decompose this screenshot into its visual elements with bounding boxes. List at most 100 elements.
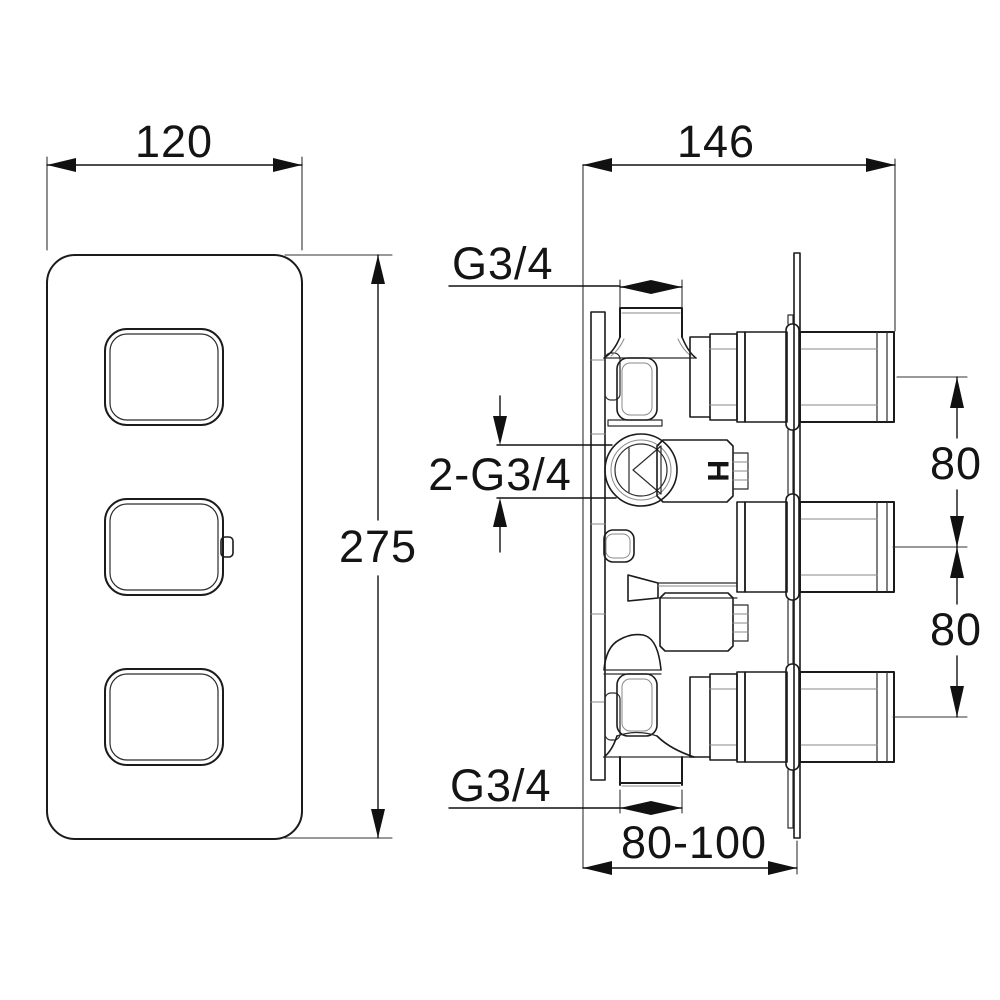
button-face-outline	[109, 503, 219, 591]
flange-outer-ring	[604, 433, 678, 507]
dim-text-spacing-upper: 80	[930, 438, 982, 489]
channel-base	[607, 419, 663, 427]
faceplate-outline	[46, 254, 303, 840]
stub-ribs	[732, 613, 749, 633]
mounting-flange	[785, 493, 800, 601]
control-button-top	[104, 328, 224, 426]
side-port-flange	[604, 433, 678, 507]
bracket-plate	[590, 311, 606, 781]
dim-port-spacing-lower: 80	[892, 546, 982, 718]
extension-lines	[46, 156, 303, 251]
upper-channel	[607, 357, 663, 427]
lower-channel	[603, 633, 662, 737]
arrowhead-bottom	[371, 809, 385, 838]
housing-outline	[659, 592, 734, 652]
leader-lines	[496, 444, 617, 499]
arrowhead-right	[273, 158, 302, 172]
end-rings	[876, 501, 888, 593]
neck	[689, 676, 711, 758]
funnel	[627, 574, 659, 602]
stub-outline	[603, 529, 635, 563]
stub-inner	[605, 533, 631, 559]
section-b	[744, 671, 788, 763]
label-top-port: G3/4	[448, 238, 683, 308]
dim-text-spacing-lower: 80	[930, 604, 982, 655]
extension-lines	[284, 254, 393, 839]
arrowhead-left	[620, 801, 651, 815]
bracket-boss-lower	[604, 692, 621, 741]
end-rings	[876, 331, 888, 423]
bracket-boss-upper	[604, 352, 621, 401]
wall-bracket	[582, 164, 621, 869]
funnel-inner-lines	[610, 338, 692, 357]
end-rings	[876, 671, 888, 763]
dim-side-width: 146	[582, 116, 896, 332]
dim-port-spacing-upper: 80	[892, 376, 982, 548]
arrowhead-right	[866, 158, 895, 172]
dim-text-depth-range: 80-100	[621, 817, 767, 868]
dim-text-front-height: 275	[339, 521, 417, 572]
ring	[736, 331, 746, 423]
section-a-steps	[709, 688, 738, 746]
bracket-notches	[590, 359, 606, 703]
channel-inner	[621, 362, 653, 416]
side-view: H	[582, 164, 895, 869]
housing-outline	[656, 439, 734, 503]
ring	[736, 671, 746, 763]
section-a-steps	[709, 348, 738, 406]
label-text-side-ports: 2-G3/4	[428, 449, 572, 500]
arrowhead-left	[583, 861, 612, 875]
extension-lines	[892, 376, 968, 548]
stub-ribs	[732, 461, 749, 481]
cartridge-top	[689, 323, 895, 431]
label-side-ports: 2-G3/4	[428, 395, 617, 553]
dim-front-width: 120	[46, 116, 303, 251]
crossover-stub	[603, 529, 635, 563]
body-steps	[799, 348, 878, 406]
arrowhead-up	[493, 498, 507, 527]
port-funnel	[603, 336, 697, 359]
arrowhead-right	[768, 861, 797, 875]
cartridge-marker-h: H	[701, 460, 734, 482]
section-a	[709, 333, 738, 421]
arrowhead-left	[47, 158, 76, 172]
top-inlet-port	[603, 307, 697, 359]
arrowhead-top	[950, 547, 964, 578]
arrowhead-left	[620, 280, 651, 294]
temperature-override-tab	[220, 536, 234, 558]
port-ticks	[619, 279, 683, 308]
flange-mid-ring	[610, 439, 672, 501]
channel-outer	[616, 673, 658, 737]
funnel-cap	[616, 731, 658, 737]
arrowhead-down	[493, 416, 507, 445]
dome	[603, 633, 662, 671]
label-text-bottom-port: G3/4	[450, 760, 552, 811]
trim-plate	[793, 252, 801, 839]
arrowhead-left	[583, 158, 612, 172]
arrowhead-bottom	[950, 516, 964, 547]
dim-text-front-width: 120	[135, 116, 213, 167]
cartridge-body	[799, 671, 895, 763]
lower-port-housing	[659, 592, 749, 652]
mounting-flange	[785, 663, 800, 771]
upper-port-housing: H	[656, 439, 749, 503]
port-ticks	[619, 789, 683, 814]
button-face-outline	[109, 333, 219, 421]
label-bottom-port: G3/4	[448, 760, 683, 815]
cartridge-middle	[736, 493, 895, 601]
bottom-outlet-port	[603, 731, 695, 787]
port-body	[619, 307, 683, 338]
section-a	[709, 673, 738, 761]
body-steps	[799, 688, 878, 746]
cartridge-body	[799, 501, 895, 593]
mounting-flange	[785, 323, 800, 431]
arrowhead-top	[950, 377, 964, 408]
section-b	[744, 331, 788, 423]
dim-text-side-width: 146	[677, 116, 755, 167]
section-b	[744, 501, 788, 593]
control-button-bottom	[104, 668, 224, 766]
channel-inner	[621, 678, 653, 732]
button-face-outline	[109, 673, 219, 761]
dim-depth-range: 80-100	[582, 817, 798, 875]
